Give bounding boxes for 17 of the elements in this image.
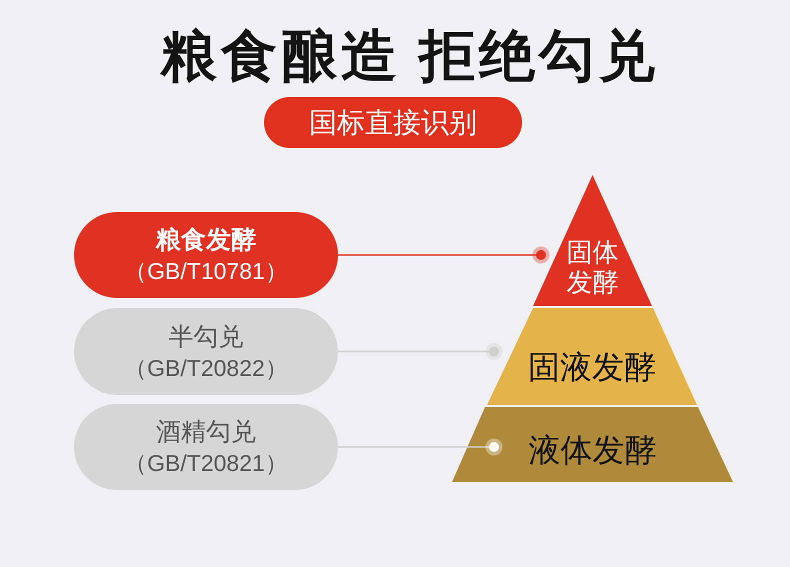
standard-code: （GB/T10781） — [124, 257, 288, 286]
standard-code: （GB/T20822） — [124, 354, 288, 382]
tier-label: 液体发酵 — [528, 431, 656, 469]
standard-code: （GB/T20821） — [124, 449, 288, 478]
category-name: 粮食发酵 — [156, 225, 256, 256]
tier-label: 固体发酵 — [566, 237, 620, 297]
title: 粮食酿造 拒绝勾兑 — [161, 25, 659, 90]
pyramid-tier — [452, 407, 733, 482]
connector-line — [338, 343, 502, 360]
connector-line — [338, 246, 550, 264]
pyramid-tier — [487, 308, 697, 405]
category-name: 半勾兑 — [168, 322, 244, 352]
tier-label: 固液发酵 — [528, 348, 656, 386]
heading-badge: 国标直接识别 — [264, 97, 522, 148]
category-name: 酒精勾兑 — [156, 417, 256, 448]
pyramid-tier — [533, 175, 652, 306]
connector-line — [338, 438, 502, 456]
